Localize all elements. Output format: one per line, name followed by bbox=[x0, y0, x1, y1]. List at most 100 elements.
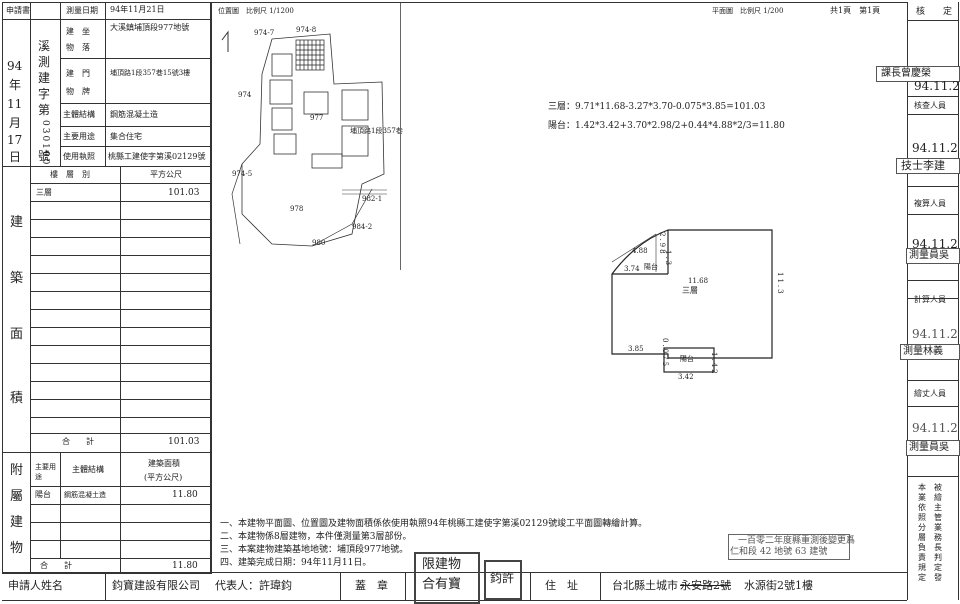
year-col-5: 日 bbox=[9, 150, 22, 164]
annotation-line-2: 仁和段 42 地號 63 建號 bbox=[730, 547, 828, 557]
side-text-1: 業 繪 bbox=[918, 493, 942, 502]
lot-label-3: 977 bbox=[310, 114, 324, 122]
site-address-label: 埔頂路1段357巷 bbox=[350, 127, 403, 135]
dim-label-0: 4.88 bbox=[632, 247, 648, 255]
stamp-technician-text: 技士李建 bbox=[901, 159, 945, 172]
representative-seal-text: 鈞許 bbox=[490, 571, 515, 585]
attached-side-char-1: 屬 bbox=[10, 489, 24, 504]
floor-row-0-floor: 三層 bbox=[36, 188, 52, 197]
floor-plan-title: 平面圖 比例尺 1/200 bbox=[712, 7, 784, 15]
attached-row-0-structure: 鋼筋混凝土造 bbox=[64, 491, 106, 499]
year-col-1: 年 bbox=[9, 78, 22, 92]
floor-header: 樓 層 別 bbox=[50, 170, 90, 179]
year-col-4: 17 bbox=[7, 133, 23, 147]
doorplate-label: 建 門 bbox=[66, 69, 90, 78]
attached-row-0-use: 陽台 bbox=[35, 490, 51, 499]
structure-value: 鋼筋混凝土造 bbox=[110, 110, 158, 119]
calc-floor: 三層：9.71*11.68-3.27*3.70-0.075*3.85=101.0… bbox=[548, 102, 766, 112]
site-plan-title: 位置圖 比例尺 1/1200 bbox=[218, 7, 294, 15]
stamp-technician: 技士李建 bbox=[896, 158, 960, 174]
area-side-char-1: 築 bbox=[10, 271, 24, 286]
page-indicator: 共1頁 第1頁 bbox=[830, 6, 881, 15]
lot-label-2: 974 bbox=[238, 91, 252, 99]
balcony-label: 陽台 bbox=[644, 263, 658, 271]
stamp-surveyor-3-text: 測量員吳 bbox=[909, 442, 949, 453]
seal-label: 蓋 章 bbox=[355, 579, 388, 592]
area-header: 平方公尺 bbox=[150, 170, 182, 179]
company-seal-text-1: 限建物 bbox=[422, 557, 462, 572]
balcony-label-2: 陽台 bbox=[680, 355, 694, 363]
address-prefix: 台北縣土城市 bbox=[612, 579, 678, 592]
usage-label: 主要用途 bbox=[63, 132, 95, 141]
lot-label-6: 980 bbox=[312, 239, 326, 247]
company-seal-text-2: 合有寶 bbox=[422, 577, 462, 592]
attached-use-header: 主要用途 bbox=[35, 463, 56, 481]
lot-label-1: 974-8 bbox=[296, 26, 317, 34]
side-text-9: 定 發 bbox=[918, 573, 942, 582]
draw-date: 94.11.2 bbox=[912, 421, 958, 435]
total-value: 101.03 bbox=[168, 437, 200, 447]
attached-side-char-0: 附 bbox=[10, 463, 24, 478]
note-3: 三、本案建物建築基地地號：埔頂段977地號。 bbox=[220, 545, 409, 555]
note-4: 四、建築完成日期：94年11月11日。 bbox=[220, 558, 372, 568]
dim-label-7: 3.42 bbox=[678, 373, 694, 381]
company-seal: 限建物 合有寶 bbox=[414, 552, 480, 604]
address-strike: 永安路2號 bbox=[680, 579, 731, 592]
doorplate-label2: 物 牌 bbox=[66, 87, 90, 96]
attached-total-value: 11.80 bbox=[172, 561, 198, 571]
total-label: 合 計 bbox=[62, 437, 94, 446]
year-char-2: 建 bbox=[38, 71, 51, 85]
side-text-0: 本 被 bbox=[918, 483, 942, 492]
doc-number: 030100 bbox=[40, 120, 50, 167]
dim-label-3: 11.3 bbox=[776, 272, 784, 296]
address-label: 住 址 bbox=[545, 579, 578, 592]
dim-label-5: 0.075 bbox=[661, 338, 669, 369]
calc-balcony: 陽台：1.42*3.42+3.70*2.98/2+0.44*4.88*2/3=1… bbox=[548, 121, 785, 131]
year-char-0: 溪 bbox=[38, 39, 51, 53]
room-label: 三層 bbox=[682, 286, 698, 295]
checker-label: 核查人員 bbox=[914, 101, 946, 110]
dim-label-2: 11.68 bbox=[688, 277, 709, 285]
site-plan-drawing bbox=[221, 30, 387, 247]
year-char-4: 第 bbox=[38, 103, 51, 117]
lot-label-8: 984-2 bbox=[352, 223, 373, 231]
draw-label: 繪丈人員 bbox=[914, 389, 946, 398]
annotation-line-1: 一百零二年度縣重測後變更爲 bbox=[738, 536, 856, 546]
survey-date-value: 94年11月21日 bbox=[110, 5, 165, 14]
attached-total-label: 合 計 bbox=[40, 561, 72, 570]
dim-label-9: 1.3 bbox=[664, 250, 672, 268]
attached-area-unit: (平方公尺) bbox=[144, 473, 183, 482]
address-suffix: 水源街2號1樓 bbox=[744, 579, 813, 592]
representative: 代表人：許瑋鈞 bbox=[215, 579, 292, 592]
recheck-label: 複算人員 bbox=[914, 199, 946, 208]
attached-side-char-3: 物 bbox=[10, 541, 24, 556]
applicant-name-label: 申請人姓名 bbox=[8, 579, 63, 592]
side-text-3: 照 管 bbox=[918, 513, 942, 522]
note-1: 一、本建物平面圖、位置圖及建物面積係依使用執照94年桃縣工建使字第溪02129號… bbox=[220, 519, 648, 529]
lot-label-4: 974-5 bbox=[232, 170, 253, 178]
attached-area-header: 建築面積 bbox=[148, 459, 180, 468]
area-side-char-2: 面 bbox=[10, 327, 24, 342]
dim-label-8: 2.98 bbox=[658, 232, 666, 256]
area-side-char-0: 建 bbox=[10, 215, 24, 230]
area-side-char-3: 積 bbox=[10, 391, 24, 406]
doorplate-value: 埔頂路1段357巷15號3樓 bbox=[110, 69, 191, 77]
location-value: 大溪鎮埔頂段977地號 bbox=[110, 23, 190, 32]
representative-seal: 鈞許 bbox=[484, 560, 522, 600]
license-value: 桃縣工建使字第溪02129號 bbox=[108, 152, 206, 161]
note-2: 二、本建物係8層建物，本件僅測量第3層部份。 bbox=[220, 532, 412, 542]
left-table bbox=[2, 2, 212, 574]
stamp-surveyor-2-text: 測量林義 bbox=[903, 346, 943, 357]
year-col-0: 94 bbox=[7, 59, 23, 73]
lot-label-0: 974-7 bbox=[254, 29, 275, 37]
attached-struct-header: 主體結構 bbox=[72, 465, 104, 474]
stamp-surveyor-2: 測量林義 bbox=[900, 344, 960, 360]
year-col-2: 11 bbox=[7, 97, 23, 111]
usage-value: 集合住宅 bbox=[110, 132, 142, 141]
dim-label-1: 3.74 bbox=[624, 265, 640, 273]
floor-row-0-area: 101.03 bbox=[168, 188, 200, 198]
side-text-6: 負 長 bbox=[918, 543, 942, 552]
floor-plan-drawing bbox=[611, 229, 773, 373]
side-text-7: 責 判 bbox=[918, 553, 942, 562]
verify-date: 94.11.2 bbox=[914, 79, 960, 93]
